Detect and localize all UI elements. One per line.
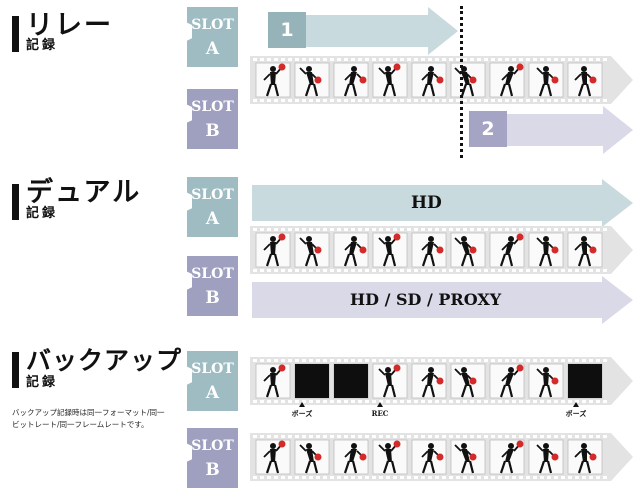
player-silhouette-icon: [263, 364, 286, 398]
marker-pointer-icon: [299, 402, 305, 407]
backup-subtitle: 記録: [26, 375, 59, 390]
backup-slot-b: SLOT B: [187, 428, 238, 488]
player-silhouette-icon: [378, 440, 401, 474]
slot-letter: A: [205, 383, 220, 403]
slot-letter: A: [205, 209, 220, 229]
dual-title: デュアル: [26, 177, 142, 208]
slot-label: SLOT: [191, 99, 234, 115]
player-silhouette-icon: [263, 233, 286, 267]
marker-pointer-icon: [377, 402, 383, 407]
slot-letter: B: [205, 288, 220, 308]
relay-subtitle: 記録: [26, 38, 59, 53]
player-silhouette-icon: [299, 236, 322, 267]
player-silhouette-icon: [536, 236, 559, 267]
relay-arrow-2: [469, 106, 633, 154]
dual-slot-b: SLOT B: [187, 256, 238, 316]
player-silhouette-icon: [536, 66, 559, 97]
slot-letter: A: [205, 39, 220, 59]
backup-slot-a: SLOT A: [187, 351, 238, 411]
player-silhouette-icon: [499, 364, 524, 398]
player-silhouette-icon: [343, 66, 367, 97]
player-silhouette-icon: [421, 367, 444, 398]
slot-label: SLOT: [191, 438, 234, 454]
pause-marker-2: ポーズ: [556, 402, 596, 419]
rec-marker: REC: [360, 402, 400, 418]
relay-arrow-1: [268, 7, 458, 55]
player-silhouette-icon: [343, 443, 367, 474]
player-silhouette-icon: [378, 63, 401, 97]
player-silhouette-icon: [378, 233, 401, 267]
dual-section-bar: [12, 184, 19, 220]
slot-label: SLOT: [191, 361, 234, 377]
player-silhouette-icon: [378, 364, 401, 398]
player-silhouette-icon: [299, 66, 322, 97]
player-silhouette-icon: [421, 66, 444, 97]
backup-film-strip-b: [250, 433, 633, 481]
backup-film-strip-a: [250, 357, 633, 405]
relay-title: リレー: [26, 10, 113, 41]
backup-title: バックアップ: [26, 346, 183, 375]
relay-slot-b: SLOT B: [187, 89, 238, 149]
backup-note: バックアップ記録時は同一フォーマット/同一ビットレート/同一フレームレートです。: [12, 408, 165, 429]
dual-arrow-top-label: HD: [411, 193, 442, 213]
player-silhouette-icon: [454, 367, 477, 398]
relay-switch-line: [460, 6, 463, 158]
player-silhouette-icon: [454, 443, 477, 474]
player-silhouette-icon: [536, 443, 559, 474]
player-silhouette-icon: [574, 236, 597, 267]
marker-pointer-icon: [573, 402, 579, 407]
player-silhouette-icon: [454, 236, 477, 267]
slot-letter: B: [205, 460, 220, 480]
backup-section-bar: [12, 352, 19, 388]
dual-slot-a: SLOT A: [187, 177, 238, 237]
relay-arrow-2-number: 2: [469, 111, 507, 147]
slot-label: SLOT: [191, 17, 234, 33]
slot-letter: B: [205, 121, 220, 141]
player-silhouette-icon: [499, 233, 524, 267]
dual-subtitle: 記録: [26, 206, 59, 221]
marker-label: ポーズ: [565, 409, 587, 418]
relay-section-bar: [12, 16, 19, 52]
player-silhouette-icon: [499, 440, 524, 474]
player-silhouette-icon: [536, 367, 559, 398]
relay-film-strip: [250, 56, 633, 104]
relay-slot-a: SLOT A: [187, 7, 238, 67]
relay-arrow-1-number: 1: [268, 12, 306, 48]
slot-label: SLOT: [191, 187, 234, 203]
player-silhouette-icon: [574, 66, 597, 97]
player-silhouette-icon: [263, 440, 286, 474]
player-silhouette-icon: [263, 63, 286, 97]
dual-arrow-bottom-label: HD / SD / PROXY: [350, 290, 502, 309]
player-silhouette-icon: [499, 63, 524, 97]
marker-label: REC: [371, 409, 389, 418]
player-silhouette-icon: [421, 443, 444, 474]
player-silhouette-icon: [299, 443, 322, 474]
player-silhouette-icon: [421, 236, 444, 267]
dual-arrow-top: [252, 179, 633, 227]
player-silhouette-icon: [343, 236, 367, 267]
slot-label: SLOT: [191, 266, 234, 282]
pause-marker-1: ポーズ: [282, 402, 322, 419]
dual-arrow-bottom: [252, 276, 633, 324]
dual-film-strip: [250, 226, 633, 274]
marker-label: ポーズ: [291, 409, 313, 418]
player-silhouette-icon: [574, 443, 597, 474]
